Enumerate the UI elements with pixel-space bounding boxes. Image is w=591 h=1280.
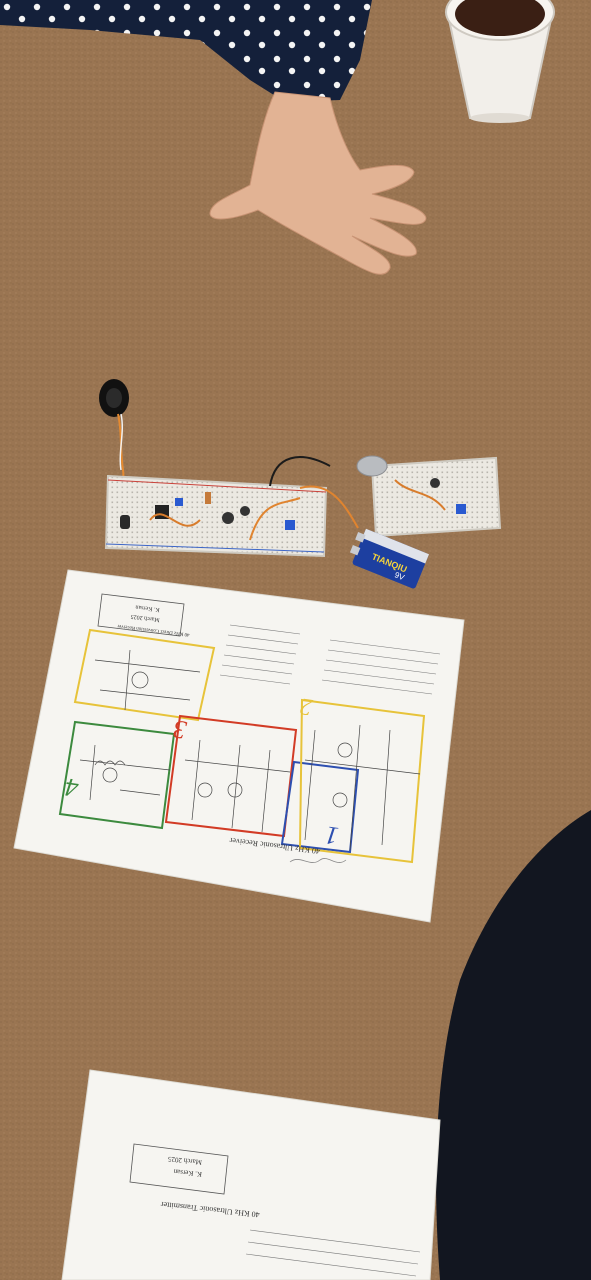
- section-number-2: 2: [299, 692, 315, 719]
- transmitter-sheet-date: March 2025: [167, 1155, 202, 1167]
- paper-cup: [445, 0, 555, 123]
- section-4-green-box: [58, 720, 176, 830]
- hand: [209, 91, 427, 275]
- battery: TIANQIU 9V: [349, 528, 430, 589]
- section-1-blue-box: [280, 760, 360, 854]
- receiver-breadboard: [104, 456, 359, 558]
- section-2-yellow-box: [73, 628, 216, 722]
- transmitter-breadboard: [356, 455, 502, 538]
- battery-voltage: 9V: [393, 570, 406, 582]
- section-2b-yellow-box: [298, 698, 426, 864]
- section-number-4: 4: [63, 772, 80, 803]
- receiver-sheet-author: K. Kersan: [135, 603, 160, 612]
- dark-jacket: [436, 810, 591, 1280]
- section-number-3: 3: [171, 714, 189, 745]
- section-number-1: 1: [323, 820, 340, 851]
- transmitter-sheet-author: K. Kersan: [173, 1167, 203, 1178]
- transmitter-schematic-sheet: March 2025 K. Kersan 40 KHz Ultrasonic T…: [61, 1069, 441, 1280]
- polka-dot-sleeve: [0, 0, 372, 102]
- receiver-schematic-sheet: 1 2 3 4 40 KHz Ultrasonic Receiver K. Ke…: [13, 569, 465, 923]
- receiver-sheet-date: March 2025: [130, 613, 160, 623]
